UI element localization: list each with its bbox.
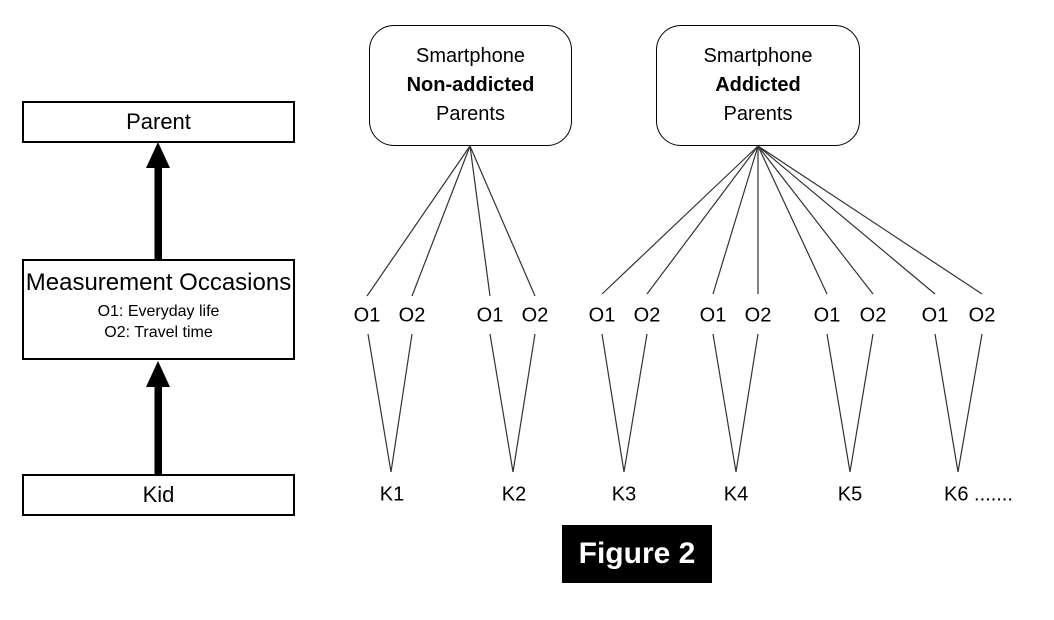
- addicted-parents-box: Smartphone Addicted Parents: [656, 25, 860, 146]
- occasion-label-k3-o2: O2: [633, 304, 661, 327]
- kid-box: Kid: [22, 474, 295, 516]
- occasion-1-description: O1: Everyday life: [97, 302, 220, 320]
- group-line-parents: Parents: [436, 103, 505, 125]
- kid-label-k2: K2: [501, 483, 527, 506]
- group-line-parents: Parents: [723, 103, 793, 125]
- kid-label-k1: K1: [379, 483, 405, 506]
- occasion-label-k6-o2: O2: [968, 304, 996, 327]
- figure-caption: Figure 2: [562, 525, 712, 583]
- group-line-non-addicted: Non-addicted: [406, 74, 535, 96]
- occasion-label-k2-o2: O2: [521, 304, 549, 327]
- occasion-2-description: O2: Travel time: [104, 324, 213, 342]
- kid-label: Kid: [142, 481, 175, 507]
- flow-arrows: [146, 142, 170, 474]
- group-line-smartphone: Smartphone: [703, 45, 813, 67]
- non-addicted-fan-lines: [366, 145, 536, 297]
- kid-label-k5: K5: [837, 483, 863, 506]
- kid-label-k3: K3: [611, 483, 637, 506]
- kid-connector-lines: [367, 333, 983, 473]
- parent-box: Parent: [22, 101, 295, 143]
- occasion-label-k4-o2: O2: [744, 304, 772, 327]
- measurement-occasions-box: Measurement Occasions O1: Everyday life …: [22, 259, 295, 360]
- measurement-occasions-title: Measurement Occasions: [25, 269, 292, 296]
- occasion-label-k6-o1: O1: [921, 304, 949, 327]
- occasion-label-k5-o2: O2: [859, 304, 887, 327]
- non-addicted-parents-box: Smartphone Non-addicted Parents: [369, 25, 572, 146]
- group-line-addicted: Addicted: [715, 74, 801, 96]
- occasion-label-k1-o1: O1: [353, 304, 381, 327]
- addicted-fan-lines: [601, 145, 983, 295]
- parent-label: Parent: [126, 108, 191, 134]
- kid-label-k4: K4: [723, 483, 749, 506]
- occasion-label-k5-o1: O1: [813, 304, 841, 327]
- group-line-smartphone: Smartphone: [416, 45, 525, 67]
- occasion-label-k1-o2: O2: [398, 304, 426, 327]
- occasion-label-k4-o1: O1: [699, 304, 727, 327]
- kid-label-k6: K6 .......: [944, 483, 1013, 506]
- occasion-label-k3-o1: O1: [588, 304, 616, 327]
- figure-caption-text: Figure 2: [578, 537, 696, 570]
- occasion-label-k2-o1: O1: [476, 304, 504, 327]
